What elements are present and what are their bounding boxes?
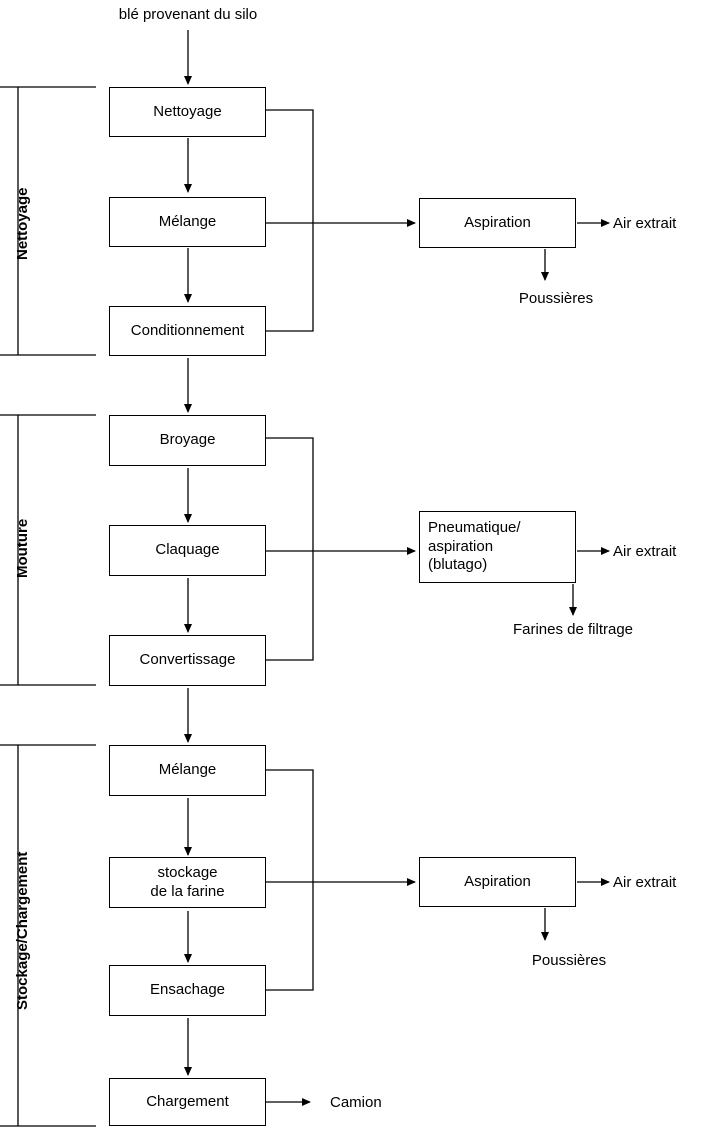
node-claquage[interactable]: Claquage — [109, 525, 266, 576]
manifold-nettoyage — [266, 109, 416, 332]
output-label-camion: Camion — [330, 1094, 382, 1111]
node-chargement[interactable]: Chargement — [109, 1078, 266, 1126]
node-aspiration-1[interactable]: Aspiration — [419, 198, 576, 248]
inflow-label-ble-silo: blé provenant du silo — [118, 6, 258, 23]
output-label-air-extrait-3: Air extrait — [613, 874, 677, 891]
node-pneumatique-aspiration[interactable]: Pneumatique/ aspiration (blutago) — [419, 511, 576, 583]
node-melange-2[interactable]: Mélange — [109, 745, 266, 796]
group-label-mouture: Mouture — [14, 518, 31, 578]
group-bracket-stockage — [0, 744, 96, 1127]
node-aspiration-2[interactable]: Aspiration — [419, 857, 576, 907]
node-broyage[interactable]: Broyage — [109, 415, 266, 466]
output-label-air-extrait-1: Air extrait — [613, 215, 677, 232]
node-conditionnement[interactable]: Conditionnement — [109, 306, 266, 356]
node-convertissage[interactable]: Convertissage — [109, 635, 266, 686]
group-bracket-mouture — [0, 414, 96, 686]
node-melange-1[interactable]: Mélange — [109, 197, 266, 247]
group-label-stockage-chargement: Stockage/Chargement — [14, 851, 31, 1010]
node-stockage-farine[interactable]: stockage de la farine — [109, 857, 266, 908]
manifold-stockage — [266, 769, 416, 991]
output-label-poussieres-1: Poussières — [518, 290, 594, 307]
node-nettoyage[interactable]: Nettoyage — [109, 87, 266, 137]
group-bracket-nettoyage — [0, 86, 96, 356]
group-label-nettoyage: Nettoyage — [14, 187, 31, 260]
node-ensachage[interactable]: Ensachage — [109, 965, 266, 1016]
output-label-poussieres-2: Poussières — [531, 952, 607, 969]
output-label-farines-de-filtrage: Farines de filtrage — [512, 621, 634, 638]
output-label-air-extrait-2: Air extrait — [613, 543, 677, 560]
manifold-mouture — [266, 437, 416, 661]
